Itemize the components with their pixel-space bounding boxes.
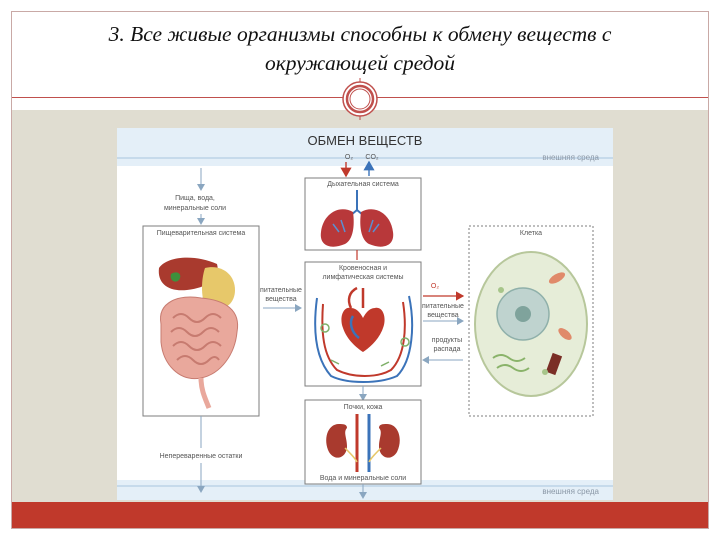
metabolism-diagram: ОБМЕН ВЕЩЕСТВ O₂ CO₂ внешняя среда внешн… [117, 128, 613, 500]
circulatory-label-2: лимфатическая системы [322, 274, 403, 281]
title-line-2: окружающей средой [264, 51, 455, 75]
cell-o2-label: O₂ [431, 283, 439, 290]
respiratory-label: Дыхательная система [327, 181, 399, 188]
env-bottom-band [117, 480, 613, 500]
water-salts-label: Вода и минеральные соли [320, 475, 406, 482]
food-label-1: Пища, вода, [175, 195, 215, 202]
bottom-accent-bar [12, 502, 708, 528]
food-label-2: минеральные соли [164, 205, 226, 212]
lungs-illustration [320, 190, 394, 247]
diagram-heading: ОБМЕН ВЕЩЕСТВ [308, 133, 423, 148]
cell-illustration [474, 251, 588, 397]
decay-label-1: продукты [432, 337, 462, 344]
env-top-band [117, 128, 613, 166]
gas-co2-label: CO₂ [365, 154, 379, 161]
gas-o2-label: O₂ [345, 154, 353, 161]
kidneys-illustration [326, 414, 400, 472]
nutrients-label-2: вещества [265, 296, 296, 303]
ring-ornament-icon [339, 78, 381, 120]
kidneys-skin-label: Почки, кожа [344, 404, 383, 411]
env-top-label: внешняя среда [542, 153, 599, 162]
undigested-label: Непереваренные остатки [160, 453, 243, 460]
heart-vessels-illustration [314, 286, 414, 383]
digestive-label: Пищеварительная система [157, 230, 246, 237]
circulatory-label-1: Кровеносная и [339, 265, 387, 272]
title-line-1: 3. Все живые организмы способны к обмену… [108, 22, 612, 46]
slide-title: 3. Все живые организмы способны к обмену… [12, 12, 708, 98]
cell-label: Клетка [520, 230, 542, 237]
excretory-box [304, 399, 422, 485]
nutrients-label-1: питательные [260, 287, 302, 294]
env-bottom-label: внешняя среда [542, 487, 599, 496]
cell-nutrients-label-2: вещества [427, 312, 458, 319]
digestive-organs-illustration [158, 257, 239, 409]
decay-label-2: распада [434, 346, 461, 353]
cell-nutrients-label-1: питательные [422, 303, 464, 310]
